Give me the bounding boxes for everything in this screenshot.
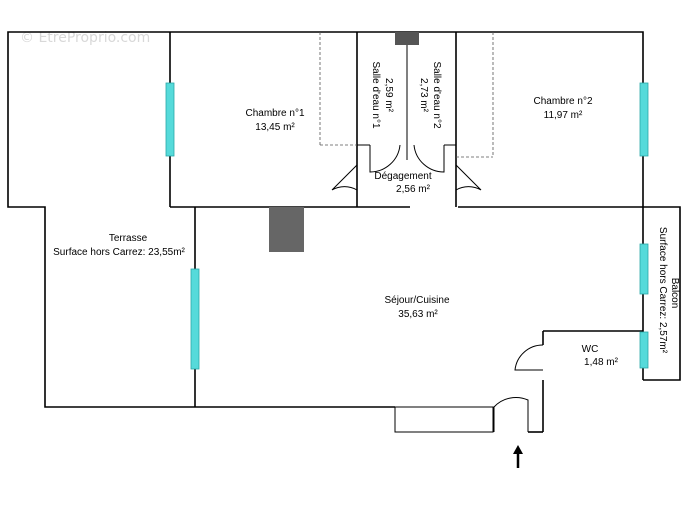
- chambre1-area: 13,45 m²: [255, 122, 295, 133]
- structural-column: [269, 207, 304, 252]
- balcon-area: Surface hors Carrez: 2,57m²: [657, 227, 668, 354]
- chambre2-area: 11,97 m²: [544, 110, 583, 121]
- wc-area: 1,48 m²: [584, 357, 619, 368]
- windows: [165, 82, 649, 370]
- window-chambre1: [165, 82, 175, 157]
- sde2-area: 2,73 m²: [418, 78, 429, 113]
- balcon-name: Balcon: [669, 278, 680, 309]
- terrasse-name: Terrasse: [109, 233, 148, 244]
- wc-walls: [542, 330, 643, 345]
- watermark: © EtreProprio.com: [20, 30, 150, 46]
- sde2-name: Salle d'eau n°2: [431, 61, 442, 129]
- arrow-up-icon: [513, 445, 523, 468]
- window-wc: [639, 331, 649, 369]
- bathroom-duct: [395, 32, 419, 45]
- kitchen-counter: [394, 406, 494, 433]
- window-chambre2: [639, 82, 649, 157]
- degagement-name: Dégagement: [374, 171, 431, 182]
- sejour-name: Séjour/Cuisine: [384, 295, 449, 306]
- window-balcon: [639, 243, 649, 295]
- door-swings: [331, 144, 544, 432]
- sejour-area: 35,63 m²: [398, 309, 438, 320]
- wc-name: WC: [582, 344, 599, 355]
- balcony-outline: [643, 206, 681, 381]
- terrasse-area: Surface hors Carrez: 23,55m²: [53, 247, 185, 258]
- sde1-name: Salle d'eau n°1: [370, 61, 381, 129]
- terrasse-outline: [7, 31, 195, 408]
- degagement-area: 2,56 m²: [396, 184, 431, 195]
- window-sejour: [190, 268, 200, 370]
- chambre2-name: Chambre n°2: [533, 96, 592, 107]
- sde1-area: 2,59 m²: [383, 78, 394, 113]
- chambre1-name: Chambre n°1: [245, 108, 304, 119]
